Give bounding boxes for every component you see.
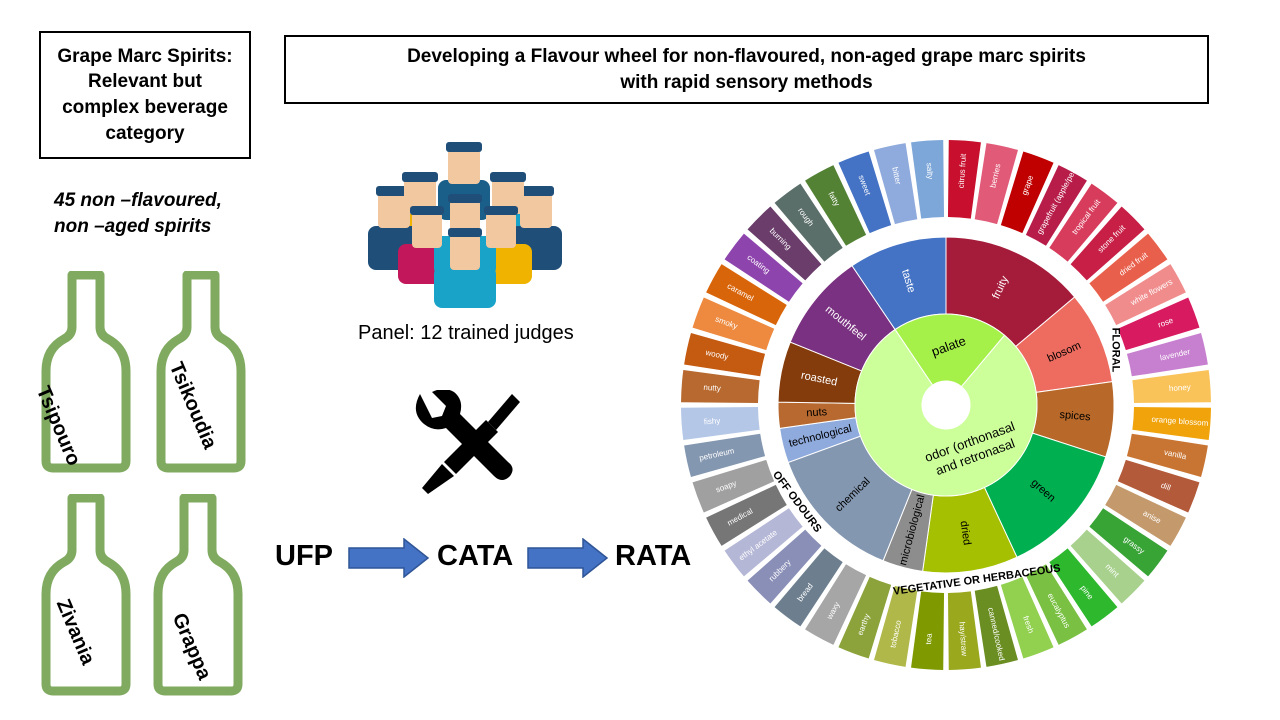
panel-caption: Panel: 12 trained judges xyxy=(358,322,574,344)
outer-segment xyxy=(874,585,918,667)
spirit-count-line1: 45 non –flavoured, xyxy=(54,190,222,211)
outer-segment xyxy=(724,233,803,302)
middle-segment-label: spices xyxy=(1059,409,1092,424)
outer-segment xyxy=(774,183,843,262)
outer-segment xyxy=(1049,183,1118,262)
middle-segment-label: nuts xyxy=(806,406,828,419)
flow-step-rata: RATA xyxy=(615,540,692,572)
outer-segment xyxy=(1126,333,1208,377)
outer-segment xyxy=(1132,370,1211,404)
outer-segment xyxy=(974,585,1018,667)
outer-segment xyxy=(911,140,945,219)
outer-segment xyxy=(1132,406,1211,440)
outer-segment xyxy=(1126,433,1208,477)
main-title-box: Developing a Flavour wheel for non-flavo… xyxy=(284,35,1209,104)
outer-segment xyxy=(1025,564,1087,645)
panel-people-icon xyxy=(368,142,562,308)
outer-segment xyxy=(911,591,945,670)
flow-arrow-icon xyxy=(527,538,609,578)
outer-segment xyxy=(774,548,843,627)
outer-segment xyxy=(747,529,822,604)
flow-step-ufp: UFP xyxy=(275,540,333,572)
outer-segment xyxy=(805,564,867,645)
outer-segment-label: tea xyxy=(924,632,934,644)
outer-segment-label: citrus fruit xyxy=(957,153,969,189)
spirit-count-text: 45 non –flavoured, non –aged spirits xyxy=(54,188,264,239)
outer-segment xyxy=(747,206,822,281)
wheel-center-hole xyxy=(922,381,970,429)
outer-segment xyxy=(974,143,1018,225)
outer-segment xyxy=(706,264,787,326)
left-title-box: Grape Marc Spirits: Relevant but complex… xyxy=(39,31,251,159)
outer-segment xyxy=(681,406,760,440)
outer-segment xyxy=(1105,264,1186,326)
outer-segment xyxy=(1089,508,1168,577)
outer-segment xyxy=(684,333,766,377)
outer-segment xyxy=(1070,206,1145,281)
outer-segment xyxy=(947,591,981,670)
outer-segment xyxy=(1117,459,1200,513)
outer-segment-label: nutty xyxy=(703,383,721,393)
outer-segment xyxy=(1025,165,1087,246)
tools-icon xyxy=(415,390,520,494)
outer-segment-label: fishy xyxy=(704,416,721,426)
outer-segment xyxy=(684,433,766,477)
outer-segment-label: honey xyxy=(1169,383,1191,394)
outer-segment xyxy=(1049,548,1118,627)
outer-segment-label: dill xyxy=(1160,481,1173,493)
outer-segment xyxy=(724,508,803,577)
bottle-icon: Tsipouro xyxy=(32,271,132,473)
outer-segment xyxy=(805,165,867,246)
outer-segment xyxy=(692,459,775,513)
outer-segment-label: salty xyxy=(925,163,935,180)
outer-segment xyxy=(692,297,775,351)
flow-arrow-icon xyxy=(348,538,430,578)
outer-segment xyxy=(947,140,981,219)
outer-segment xyxy=(1000,576,1054,659)
outer-segment xyxy=(1117,297,1200,351)
flow-step-cata: CATA xyxy=(437,540,514,572)
outer-segment xyxy=(874,143,918,225)
outer-segment xyxy=(838,151,892,234)
outer-segment xyxy=(1089,233,1168,302)
bottle-icon: Zivania xyxy=(40,494,132,696)
outer-segment xyxy=(838,576,892,659)
outer-segment xyxy=(1000,151,1054,234)
group-label-floral: FLORAL xyxy=(1109,328,1121,373)
left-title-text: Grape Marc Spirits: Relevant but complex… xyxy=(57,45,233,144)
outer-segment xyxy=(681,370,760,404)
bottle-icon: Grappa xyxy=(152,494,244,696)
outer-segment xyxy=(1105,484,1186,546)
outer-segment xyxy=(1070,529,1145,604)
main-title-line1: Developing a Flavour wheel for non-flavo… xyxy=(407,45,1086,67)
outer-segment-label: hay/straw xyxy=(957,621,968,656)
outer-segment-label: bitter xyxy=(890,166,903,186)
middle-segment-label: dried xyxy=(957,520,972,546)
outer-segment xyxy=(706,484,787,546)
spirit-count-line2: non –aged spirits xyxy=(54,215,212,237)
main-title-line2: with rapid sensory methods xyxy=(620,71,873,93)
outer-segment-label: orange blossom xyxy=(1151,415,1209,428)
bottle-icon: Tsikoudia xyxy=(155,271,247,473)
